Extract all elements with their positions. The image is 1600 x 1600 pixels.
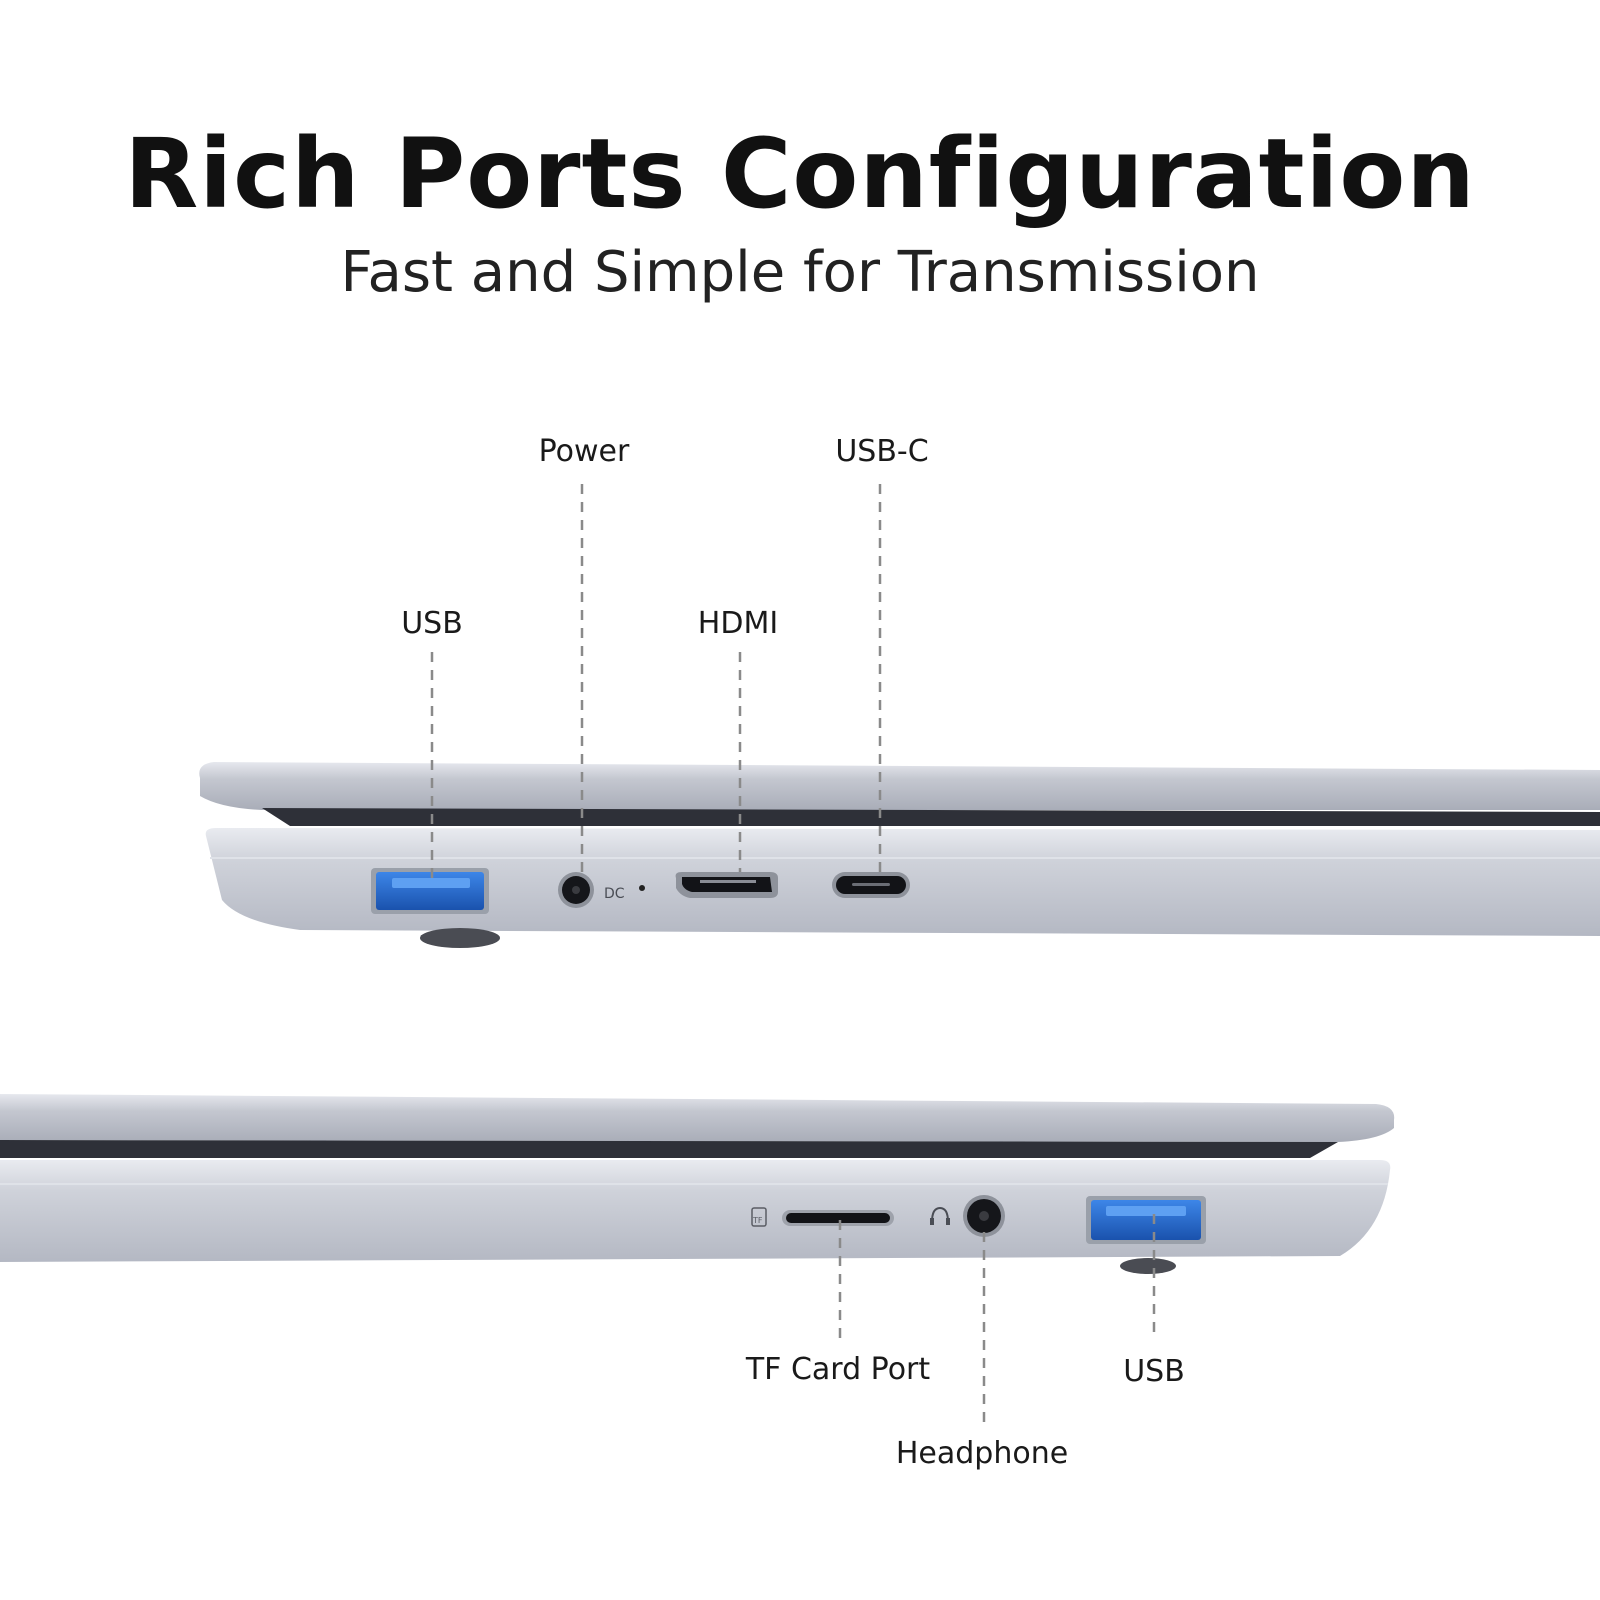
laptop-base [0,1160,1391,1262]
page-title: Rich Ports Configuration [124,118,1476,230]
dc-power-port: DC [558,872,645,908]
usb-port-right [1086,1196,1206,1244]
tf-card-label: TF Card Port [745,1352,931,1387]
rubber-foot [420,928,500,948]
headphone-icon [931,1206,949,1223]
laptop-lid [0,1094,1395,1142]
rubber-foot [1120,1258,1176,1274]
laptop-right-side: TF [0,1094,1395,1274]
hdmi-label: HDMI [697,606,779,641]
usb-right-label: USB [1123,1354,1185,1389]
lid-gap [262,808,1600,826]
leader-lines [430,484,1156,1424]
headphone-label: Headphone [895,1436,1069,1471]
page-subtitle: Fast and Simple for Transmission [340,240,1260,305]
usb-c-label: USB-C [835,434,929,469]
headphone-jack [930,1195,1005,1237]
lid-gap [0,1140,1338,1158]
tf-card-slot: TF [751,1207,894,1227]
laptop-left-side: DC [199,762,1600,948]
dc-marking: DC [604,886,625,902]
laptop-lid [199,762,1600,810]
usb-c-port [832,872,910,898]
tf-marking: TF [752,1216,763,1225]
usb-left-label: USB [401,606,463,641]
usb-port-left [371,868,489,914]
hdmi-port [675,872,778,898]
power-label: Power [538,434,630,469]
